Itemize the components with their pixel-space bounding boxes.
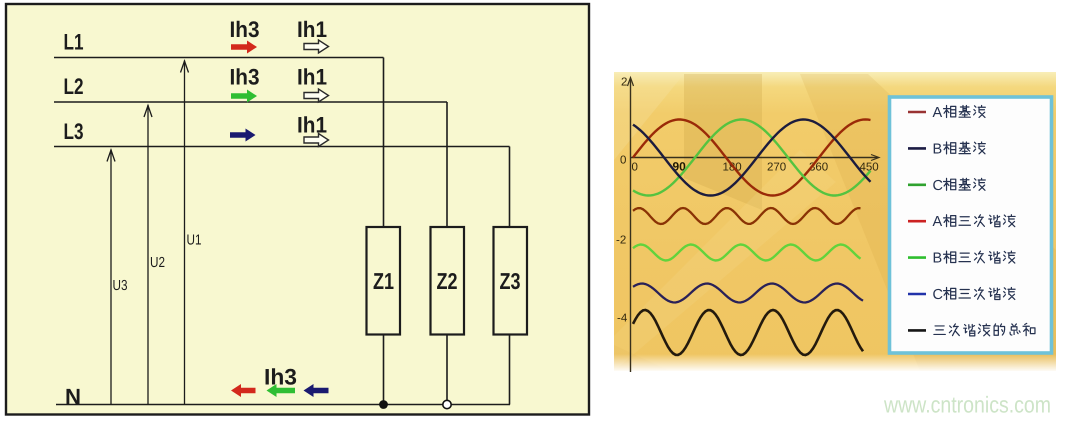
svg-text:Z2: Z2: [437, 268, 458, 294]
svg-text:A: A: [933, 214, 943, 230]
svg-text:Ih1: Ih1: [297, 65, 327, 90]
svg-text:N: N: [65, 384, 81, 409]
svg-text:2: 2: [621, 77, 627, 89]
svg-text:90: 90: [673, 160, 687, 174]
svg-text:0: 0: [632, 162, 638, 174]
svg-text:U2: U2: [150, 255, 165, 271]
svg-text:C: C: [933, 287, 943, 303]
svg-text:Ih3: Ih3: [230, 65, 260, 90]
svg-text:L2: L2: [64, 74, 84, 99]
svg-text:Ih3: Ih3: [264, 365, 297, 390]
svg-text:A: A: [933, 105, 943, 121]
svg-text:450: 450: [860, 162, 879, 174]
svg-text:270: 270: [767, 162, 786, 174]
svg-text:Z3: Z3: [500, 268, 521, 294]
svg-text:www.cntronics.com: www.cntronics.com: [883, 392, 1051, 418]
svg-text:B: B: [933, 141, 943, 157]
svg-text:Z1: Z1: [373, 268, 394, 294]
svg-text:L1: L1: [64, 30, 84, 55]
svg-text:C: C: [933, 178, 943, 194]
svg-text:Ih1: Ih1: [297, 113, 327, 138]
svg-text:-4: -4: [617, 313, 628, 325]
svg-text:U3: U3: [113, 278, 128, 294]
svg-text:L3: L3: [64, 119, 84, 144]
svg-text:0: 0: [620, 155, 626, 167]
svg-text:Ih1: Ih1: [297, 17, 327, 42]
svg-text:-2: -2: [616, 235, 626, 247]
svg-text:U1: U1: [187, 233, 202, 249]
svg-text:Ih3: Ih3: [230, 17, 260, 42]
svg-text:B: B: [933, 251, 943, 267]
